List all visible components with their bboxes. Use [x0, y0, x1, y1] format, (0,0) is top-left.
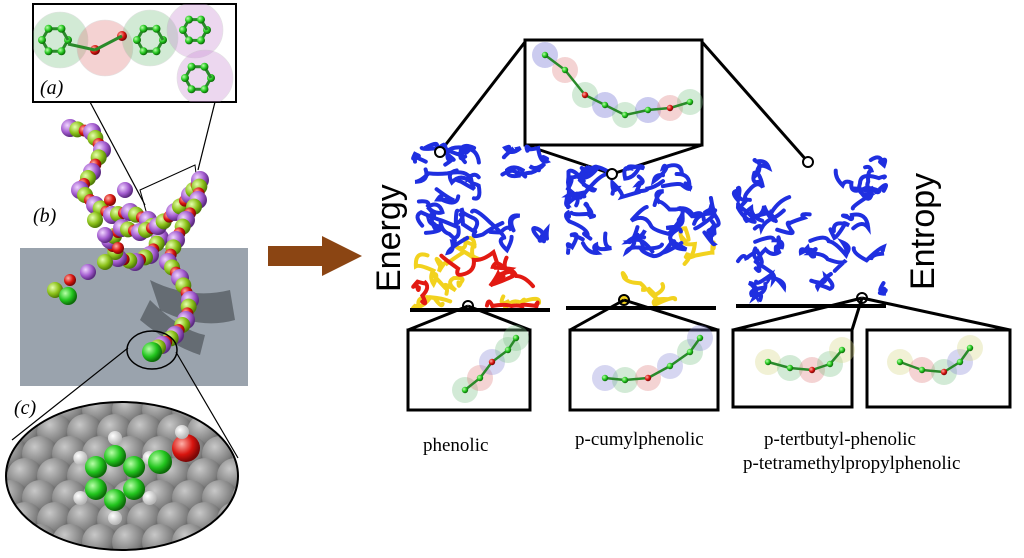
caption-phenolic: phenolic: [423, 435, 488, 456]
bottom-box-tertbutyl: [731, 328, 855, 409]
entropy-label: Entropy: [904, 173, 942, 290]
panel-a-label: (a): [40, 77, 64, 99]
panel-c-ellipse: [5, 401, 239, 551]
bottom-box-cumylphenolic: [568, 325, 720, 412]
zoom-lines-c: [11, 347, 239, 459]
caption-tetramethyl: p-tetramethylpropylphenolic: [743, 453, 960, 474]
top-molecule-box: [523, 38, 704, 147]
bottom-box-phenolic: [406, 325, 532, 412]
magnifier-circle-icon: [126, 330, 178, 370]
connector-dots: [434, 146, 868, 312]
energy-label: Energy: [370, 184, 408, 292]
bottom-box-tetramethyl: [865, 328, 1012, 409]
network-tertbutyl: [731, 155, 888, 304]
panel-c-label: (c): [14, 397, 37, 419]
right-arrow-icon: [268, 236, 362, 276]
caption-tertbutyl: p-tertbutyl-phenolic: [764, 429, 916, 450]
caption-cumylphenolic: p-cumylphenolic: [575, 429, 704, 450]
coarse-grained-chain: [47, 119, 209, 362]
network-cumylphenolic: [561, 163, 721, 308]
network-phenolic: [410, 141, 552, 311]
panel-b-label: (b): [33, 205, 57, 227]
panel-a-box: [32, 3, 237, 103]
bottom-connector-lines: [407, 296, 1011, 332]
